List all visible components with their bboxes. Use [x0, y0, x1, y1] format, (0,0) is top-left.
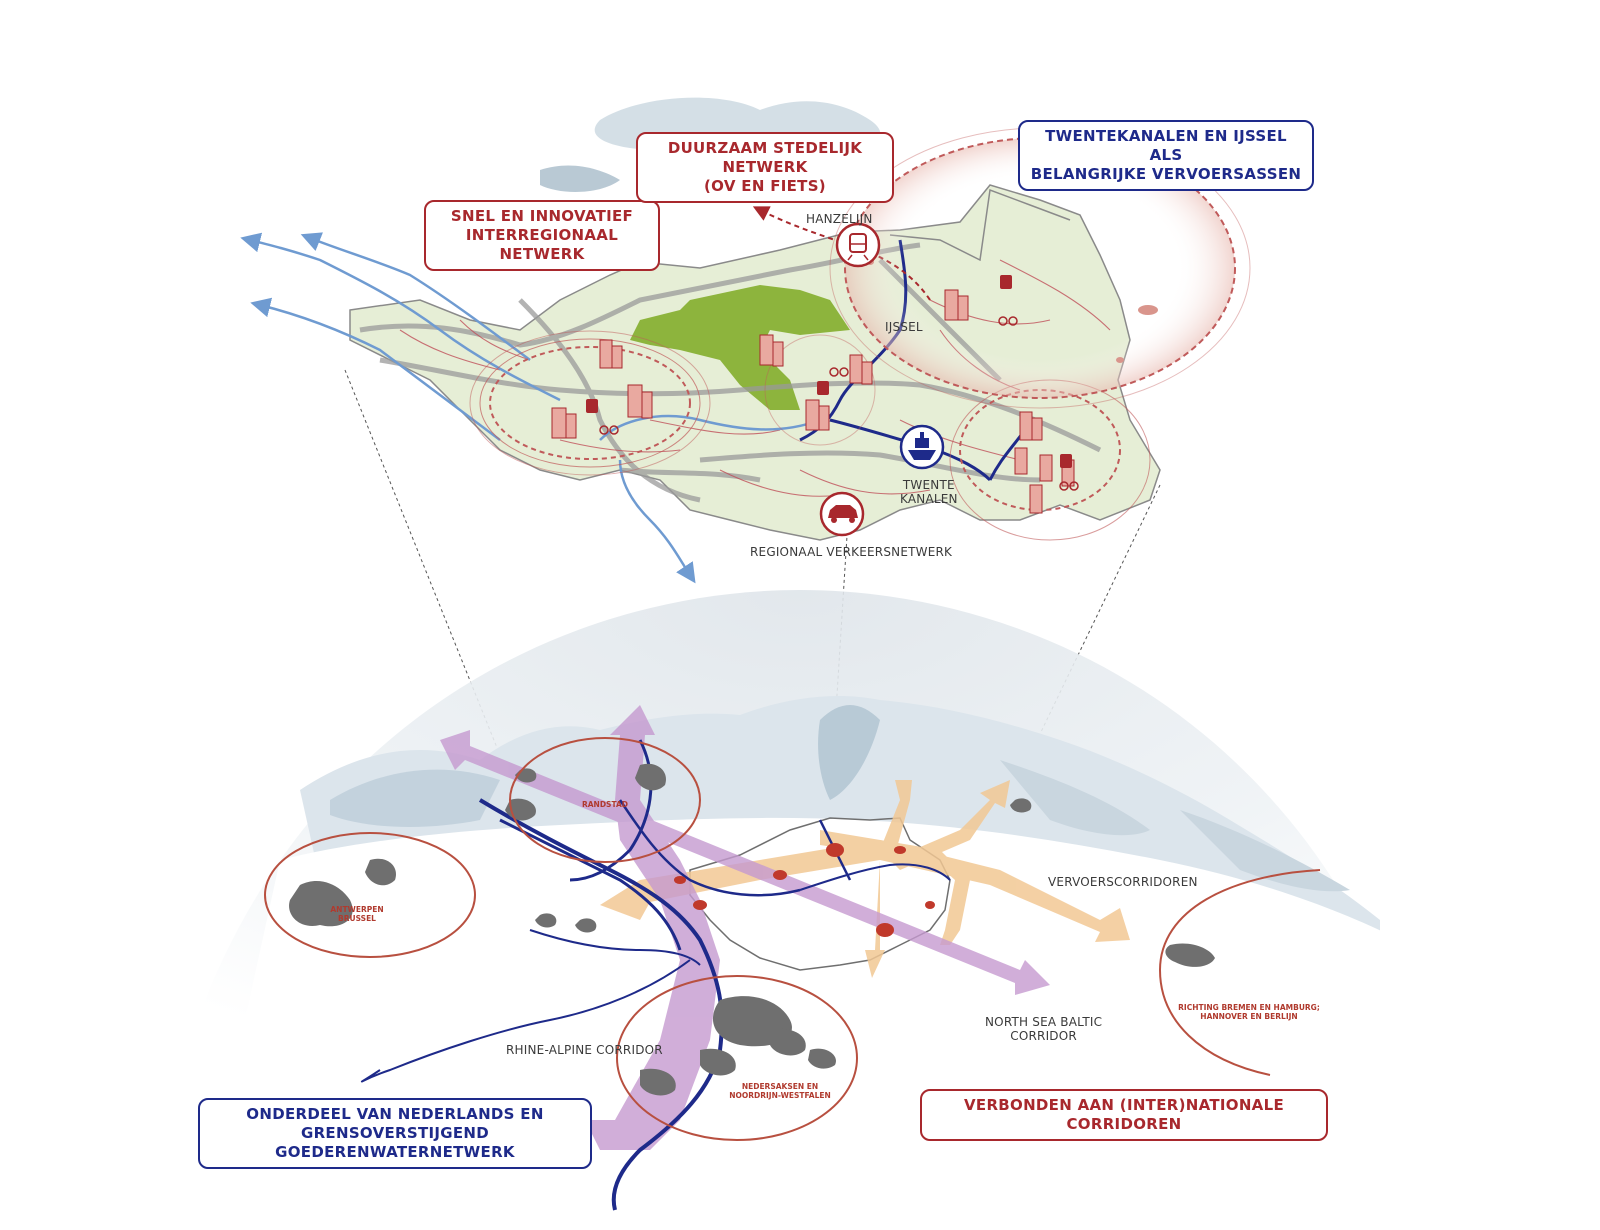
region-richting-line2: HANNOVER EN BERLIJN: [1200, 1012, 1298, 1021]
callout-snel-line1: SNEL EN INNOVATIEF: [450, 207, 634, 225]
callout-snel-netwerk: SNEL EN INNOVATIEF INTERREGIONAAL NETWER…: [424, 200, 660, 271]
label-vervoerscorridoren: VERVOERSCORRIDOREN: [1048, 875, 1198, 889]
upper-buildings: [551, 289, 1075, 514]
region-nedersaksen-line2: NOORDRIJN-WESTFALEN: [729, 1091, 831, 1100]
lower-region-outline: [689, 817, 951, 971]
lower-rivers: [360, 739, 951, 1211]
label-twente-line2: KANALEN: [900, 492, 958, 506]
label-nsb-line2: CORRIDOR: [1010, 1029, 1077, 1043]
label-regionaal-verkeersnetwerk: REGIONAAL VERKEERSNETWERK: [750, 545, 953, 559]
callout-onderdeel-line1: ONDERDEEL VAN NEDERLANDS EN: [246, 1105, 544, 1123]
label-hanzelijn: HANZELIJN: [806, 212, 873, 226]
train-icon: [835, 222, 881, 268]
callout-twentekanalen-line2: BELANGRIJKE VERVOERSASSEN: [1030, 165, 1302, 183]
label-rhine-alpine-corridor: RHINE-ALPINE CORRIDOR: [506, 1043, 663, 1057]
callout-snel-line2: INTERREGIONAAL NETWERK: [465, 226, 619, 263]
bicycle-icon: [599, 316, 1079, 491]
region-richting-bremen: RICHTING BREMEN EN HAMBURG; HANNOVER EN …: [1164, 1003, 1334, 1021]
label-north-sea-baltic: NORTH SEA BALTIC CORRIDOR: [985, 1015, 1102, 1043]
callout-twentekanalen-line1: TWENTEKANALEN EN IJSSEL ALS: [1045, 127, 1287, 164]
corridor-arrows: [440, 705, 1050, 1150]
region-nedersaksen: NEDERSAKSEN EN NOORDRIJN-WESTFALEN: [720, 1082, 840, 1100]
callout-duurzaam-line2: (OV EN FIETS): [704, 177, 826, 195]
label-nsb-line1: NORTH SEA BALTIC: [985, 1015, 1103, 1029]
callout-duurzaam-line1: DUURZAAM STEDELIJK NETWERK: [667, 139, 863, 176]
callout-duurzaam-netwerk: DUURZAAM STEDELIJK NETWERK (OV EN FIETS): [636, 132, 894, 203]
region-nedersaksen-line1: NEDERSAKSEN EN: [741, 1082, 819, 1091]
ship-icon: [899, 424, 945, 470]
region-randstad: RANDSTAD: [581, 800, 629, 809]
callout-onderdeel-line2: GRENSOVERSTIJGEND GOEDERENWATERNETWERK: [275, 1124, 515, 1161]
callout-onderdeel: ONDERDEEL VAN NEDERLANDS EN GRENSOVERSTI…: [198, 1098, 592, 1169]
car-icon: [819, 491, 865, 537]
label-twente-kanalen: TWENTE KANALEN: [900, 478, 958, 506]
region-antwerpen-brussel: ANTWERPEN BRUSSEL: [322, 905, 392, 923]
upper-rivers: [240, 232, 821, 584]
callout-verbonden-line1: VERBONDEN AAN (INTER)NATIONALE CORRIDORE…: [963, 1096, 1284, 1133]
city-blobs: [289, 763, 1215, 1096]
region-antwerpen-line2: BRUSSEL: [338, 914, 376, 923]
label-twente-line1: TWENTE: [902, 478, 955, 492]
callout-verbonden: VERBONDEN AAN (INTER)NATIONALE CORRIDORE…: [920, 1089, 1328, 1141]
lower-region-circles: [264, 737, 1321, 1141]
region-antwerpen-line1: ANTWERPEN: [330, 905, 384, 914]
label-ijssel: IJSSEL: [885, 320, 923, 334]
region-richting-line1: RICHTING BREMEN EN HAMBURG;: [1178, 1003, 1320, 1012]
red-city-spots: [674, 843, 935, 937]
bus-icon: [586, 275, 1072, 468]
callout-twentekanalen: TWENTEKANALEN EN IJSSEL ALS BELANGRIJKE …: [1018, 120, 1314, 191]
